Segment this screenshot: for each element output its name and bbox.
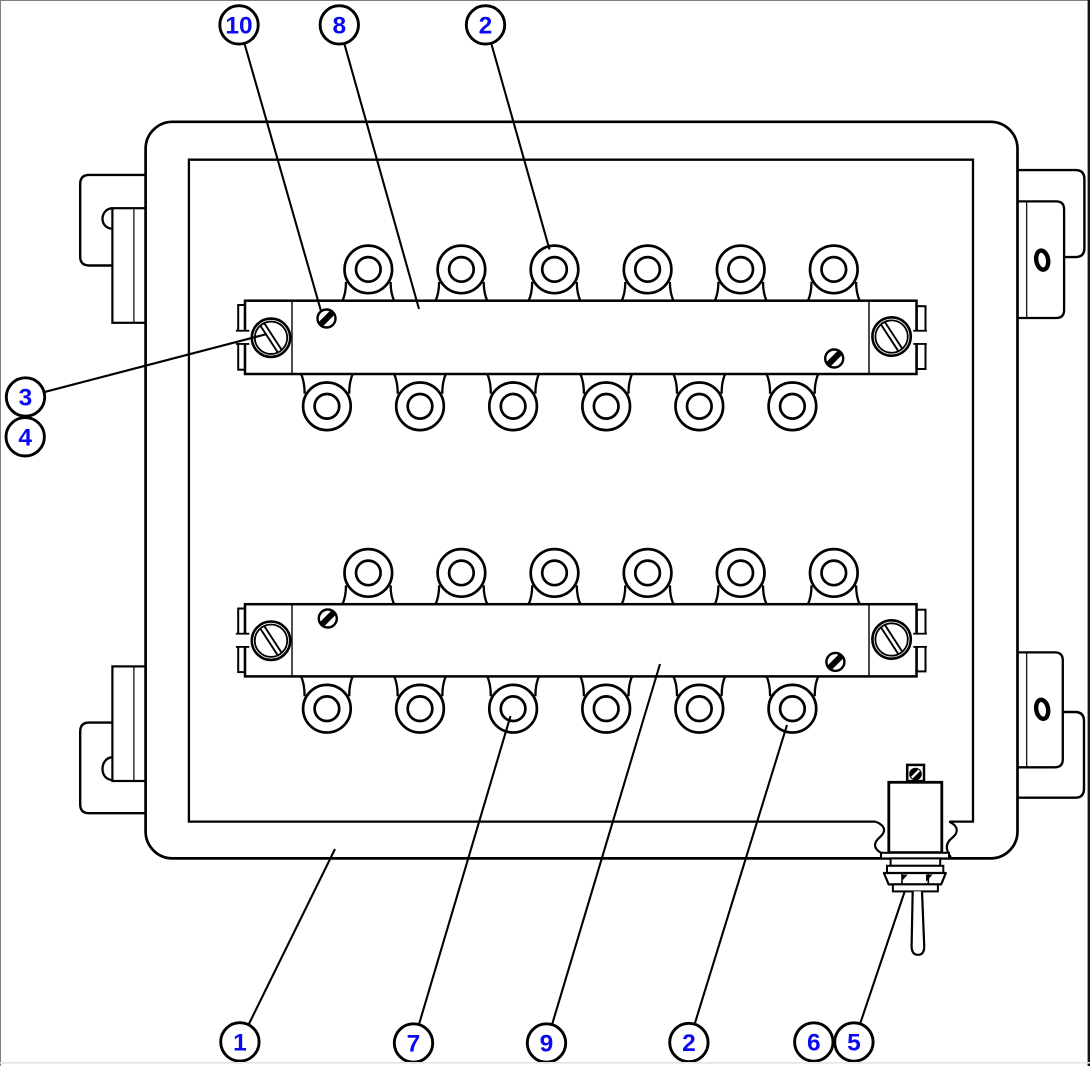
svg-text:8: 8 — [332, 13, 346, 40]
svg-text:2: 2 — [682, 1030, 696, 1057]
svg-text:6: 6 — [807, 1030, 821, 1057]
svg-text:2: 2 — [479, 13, 493, 40]
svg-text:9: 9 — [540, 1031, 554, 1058]
svg-text:1: 1 — [233, 1030, 247, 1057]
svg-text:5: 5 — [847, 1030, 861, 1057]
svg-text:3: 3 — [19, 385, 33, 412]
svg-text:4: 4 — [18, 424, 32, 451]
svg-text:10: 10 — [225, 13, 252, 40]
svg-text:7: 7 — [407, 1031, 421, 1058]
